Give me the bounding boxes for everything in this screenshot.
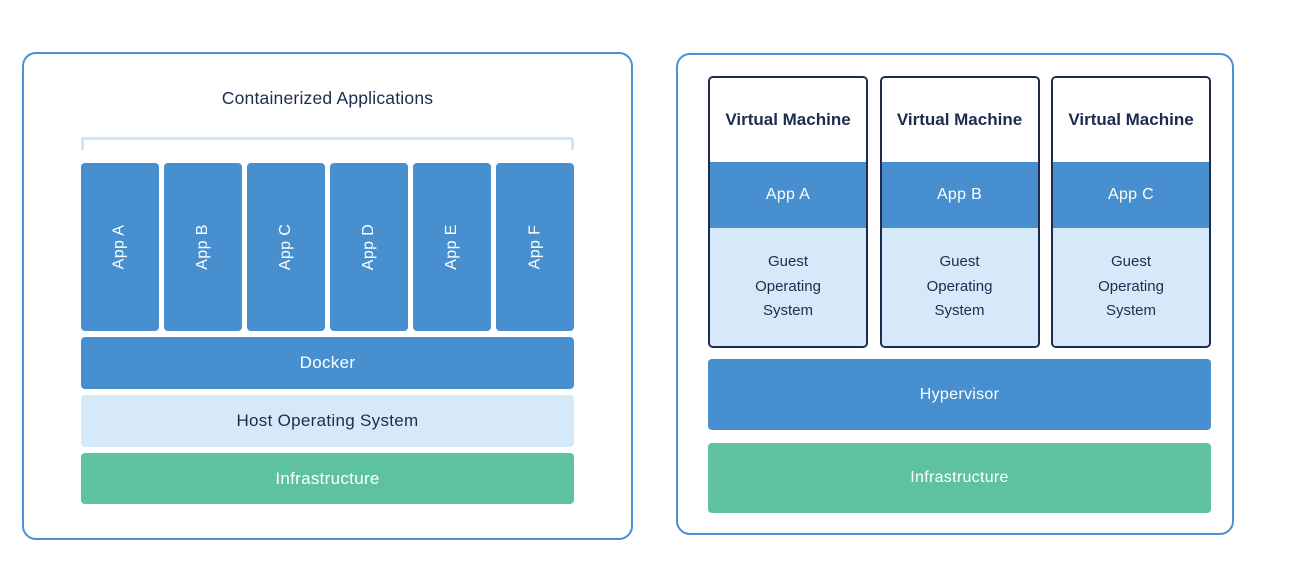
apps-group-bracket xyxy=(81,137,574,150)
guest-os-layer: Guest Operating System xyxy=(881,228,1038,346)
host-os-layer: Host Operating System xyxy=(81,395,574,447)
containers-panel-title: Containerized Applications xyxy=(221,88,434,108)
app-column: App E xyxy=(413,163,491,331)
vm-app-layer: App B xyxy=(881,162,1038,228)
vm-box: Virtual Machine App C Guest Operating Sy… xyxy=(1051,76,1211,348)
app-column-label: App B xyxy=(193,224,211,270)
vm-title: Virtual Machine xyxy=(710,78,866,162)
vm-app-layer: App A xyxy=(710,162,866,228)
guest-os-label: Guest Operating System xyxy=(926,252,993,320)
app-column-label: App E xyxy=(443,224,461,270)
hypervisor-layer: Hypervisor xyxy=(708,359,1211,430)
app-column-label: App C xyxy=(276,223,294,271)
vm-title: Virtual Machine xyxy=(881,78,1038,162)
app-column-label: App A xyxy=(110,224,128,270)
infrastructure-layer: Infrastructure xyxy=(81,453,574,504)
vm-app-layer: App C xyxy=(1053,162,1209,228)
vm-box: Virtual Machine App A Guest Operating Sy… xyxy=(708,76,868,348)
app-column: App D xyxy=(330,163,408,331)
infrastructure-layer: Infrastructure xyxy=(708,443,1211,513)
vm-boxes-row: Virtual Machine App A Guest Operating Sy… xyxy=(708,76,1211,348)
guest-os-layer: Guest Operating System xyxy=(1053,228,1209,346)
app-column-label: App D xyxy=(360,223,378,271)
guest-os-layer: Guest Operating System xyxy=(710,228,866,346)
app-column: App C xyxy=(247,163,325,331)
app-column: App F xyxy=(496,163,574,331)
guest-os-label: Guest Operating System xyxy=(1098,252,1164,320)
guest-os-label: Guest Operating System xyxy=(755,252,821,320)
app-column: App B xyxy=(164,163,242,331)
vm-box: Virtual Machine App B Guest Operating Sy… xyxy=(879,76,1040,348)
containers-panel: Containerized Applications App A App B A… xyxy=(22,52,633,540)
vm-title: Virtual Machine xyxy=(1053,78,1209,162)
virtual-machines-panel: Virtual Machine App A Guest Operating Sy… xyxy=(676,53,1234,535)
app-column-label: App F xyxy=(526,224,544,270)
app-columns: App A App B App C App D App E App F xyxy=(81,163,574,331)
app-column: App A xyxy=(81,163,159,331)
docker-layer: Docker xyxy=(81,337,574,389)
